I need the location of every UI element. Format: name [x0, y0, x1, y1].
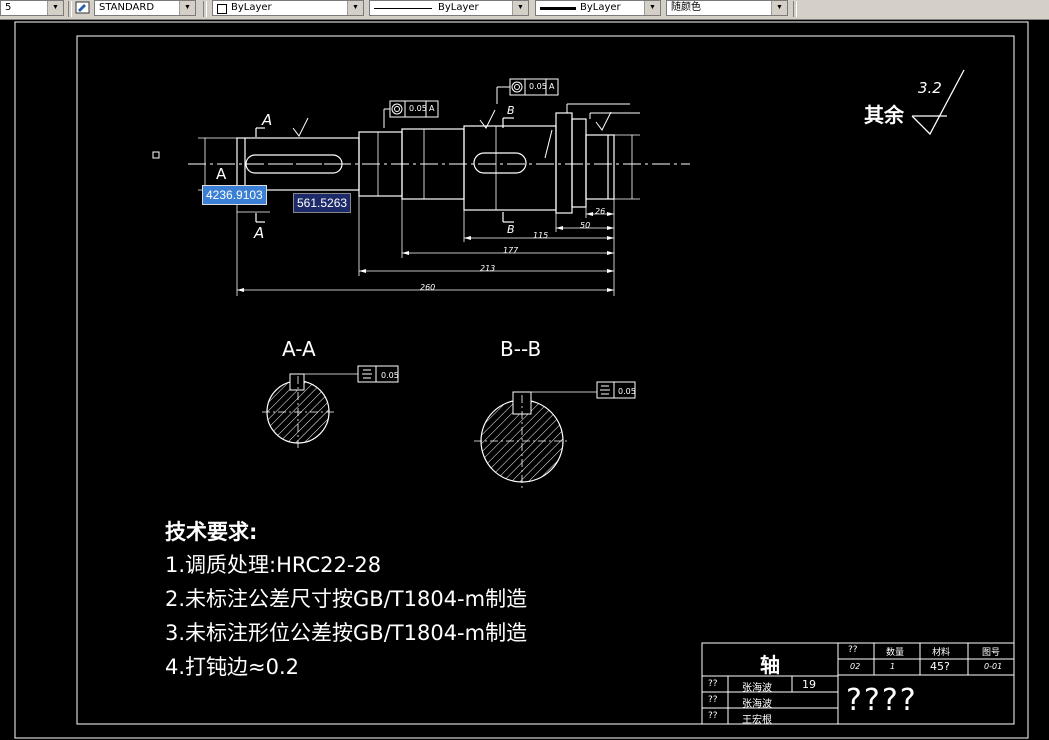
inner-frame	[76, 35, 1015, 725]
color-value: 随颜色	[671, 2, 701, 13]
tol-datum-1: A	[429, 104, 435, 113]
toolbar-separator	[203, 1, 207, 17]
linetype-combo[interactable]: ByLayer ▼	[369, 0, 529, 16]
tech-requirement-item: 4.打钝边≈0.2	[165, 655, 300, 679]
drawing-svg	[14, 21, 1029, 739]
tb-hdr-material: 材料	[932, 648, 951, 658]
dim-115: 115	[533, 231, 549, 240]
tech-requirement-item: 3.未标注形位公差按GB/T1804-m制造	[165, 621, 528, 645]
tech-requirement-item: 1.调质处理:HRC22-28	[165, 553, 382, 577]
dynamic-input-y[interactable]: 561.5263	[293, 193, 352, 213]
drawing-canvas[interactable]: 其余 3.2 A A A B B 0.05 A 0.05 A 260 213 1…	[0, 19, 1049, 740]
part-name: 轴	[760, 653, 780, 677]
first-combo-value: 5	[5, 2, 12, 13]
lineweight-value: ByLayer	[580, 2, 621, 13]
chevron-down-icon[interactable]: ▼	[47, 1, 63, 15]
layer-value: ByLayer	[231, 2, 272, 13]
section-a-view	[262, 365, 399, 448]
tol-runout-value: 0.05	[529, 82, 547, 91]
properties-toolbar: 5 ▼ STANDARD ▼ ByLayer ▼ ByLayer ▼ ByLay…	[0, 0, 1049, 20]
tolerance-frames	[383, 78, 640, 128]
text-style-combo[interactable]: STANDARD ▼	[94, 0, 196, 16]
dynamic-input-x[interactable]: 4236.9103	[202, 185, 267, 205]
lineweight-combo[interactable]: ByLayer ▼	[535, 0, 661, 16]
tb-unknown-text: ????	[846, 683, 918, 718]
chevron-down-icon[interactable]: ▼	[644, 1, 660, 15]
section-a-mark-top: A	[262, 111, 273, 129]
tb-row1-label: ??	[708, 679, 718, 689]
tol-flatness-value: 0.05	[409, 104, 427, 113]
dim-213: 213	[480, 264, 496, 273]
color-combo[interactable]: 随颜色 ▼	[666, 0, 788, 16]
tb-row2-name: 张海波	[742, 699, 772, 710]
chevron-down-icon[interactable]: ▼	[179, 1, 195, 15]
section-a-title: A-A	[282, 337, 316, 361]
section-b-view	[474, 381, 636, 488]
chevron-down-icon[interactable]: ▼	[771, 1, 787, 15]
color-swatch-icon	[217, 4, 227, 14]
roughness-label: 其余	[864, 103, 904, 127]
section-marks	[255, 117, 514, 223]
tb-row3-label: ??	[708, 711, 718, 721]
linetype-sample-icon	[374, 8, 432, 9]
tol-sym-a-value: 0.05	[381, 371, 399, 380]
tb-val-1: 02	[850, 662, 861, 671]
section-b-title: B--B	[500, 337, 542, 361]
tech-requirement-item: 2.未标注公差尺寸按GB/T1804-m制造	[165, 587, 528, 611]
selection-grip	[152, 151, 160, 159]
dim-177: 177	[503, 246, 519, 255]
text-style-value: STANDARD	[99, 2, 155, 13]
chevron-down-icon[interactable]: ▼	[347, 1, 363, 15]
first-combo[interactable]: 5 ▼	[0, 0, 64, 16]
title-block-lines	[701, 642, 1015, 725]
tb-val-qty: 1	[890, 662, 896, 671]
tol-datum-2: A	[549, 82, 555, 91]
text-style-icon[interactable]	[75, 1, 91, 15]
tb-hdr-1: ??	[848, 645, 858, 655]
tb-row1-name: 张海波	[742, 683, 772, 694]
section-a-mark-bottom: A	[254, 224, 265, 242]
dim-50: 50	[580, 221, 591, 230]
chevron-down-icon[interactable]: ▼	[512, 1, 528, 15]
section-b-mark-top: B	[507, 104, 515, 117]
dim-260: 260	[420, 283, 436, 292]
section-a-mark-left: A	[216, 165, 227, 183]
tb-val-material: 45?	[930, 660, 950, 673]
dim-26: 26	[595, 207, 606, 216]
tol-sym-b-value: 0.05	[618, 387, 636, 396]
tech-requirements-title: 技术要求:	[165, 520, 258, 544]
tb-row1-value: 19	[802, 678, 816, 691]
dim-arrows	[237, 212, 614, 292]
tb-hdr-drawing-no: 图号	[982, 648, 1001, 658]
outer-frame	[14, 21, 1029, 739]
tb-hdr-qty: 数量	[886, 648, 905, 658]
toolbar-separator	[68, 1, 72, 17]
section-b-mark-bottom: B	[507, 223, 515, 236]
tb-val-drawing-no: 0-01	[984, 662, 1003, 671]
tb-row3-name: 王宏根	[742, 715, 772, 726]
roughness-symbol-large	[911, 69, 965, 136]
roughness-value: 3.2	[918, 79, 942, 97]
linetype-value: ByLayer	[438, 2, 479, 13]
tb-row2-label: ??	[708, 695, 718, 705]
toolbar-separator	[793, 1, 797, 17]
layer-combo[interactable]: ByLayer ▼	[212, 0, 364, 16]
lineweight-sample-icon	[540, 7, 576, 10]
shaft-outline	[236, 112, 615, 214]
roughness-marks	[292, 109, 612, 159]
